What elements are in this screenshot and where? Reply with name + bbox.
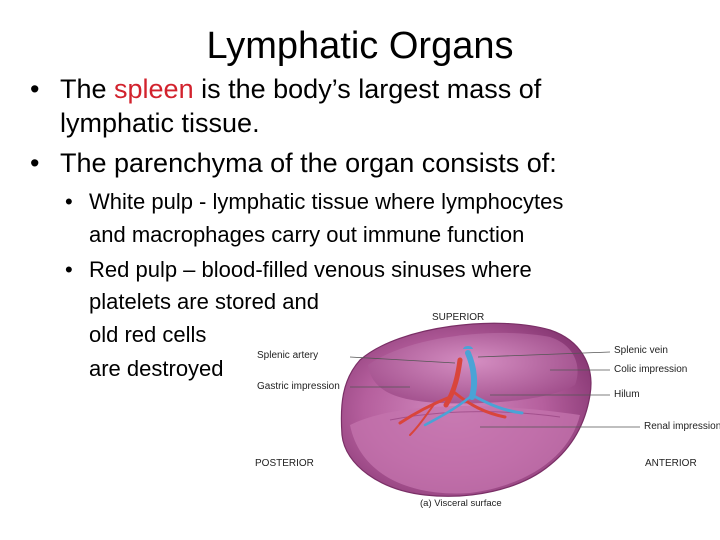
- label-anterior: ANTERIOR: [645, 458, 697, 469]
- sub-bullet-2-line-3: old red cells: [89, 322, 207, 347]
- spleen-illustration: [340, 322, 640, 497]
- label-hilum: Hilum: [614, 389, 640, 400]
- bullet-dot: •: [30, 74, 40, 104]
- bullet-1-pre: The: [60, 74, 115, 104]
- sub-bullet-2-line-4: are destroyed: [89, 356, 224, 381]
- spleen-organ: [340, 322, 592, 497]
- figure-caption: (a) Visceral surface: [420, 498, 502, 509]
- sub-bullet-1-line-2: and macrophages carry out immune functio…: [89, 222, 525, 247]
- sub-bullet-dot: •: [65, 189, 73, 214]
- label-splenic-vein: Splenic vein: [614, 345, 668, 356]
- leader-lines: [349, 351, 640, 428]
- bullet-1-text-line-2: lymphatic tissue.: [60, 108, 260, 138]
- label-superior: SUPERIOR: [432, 312, 485, 323]
- label-posterior: POSTERIOR: [255, 458, 314, 469]
- bullet-dot: •: [30, 148, 40, 178]
- label-renal-impression: Renal impression: [644, 421, 720, 432]
- bullet-2-text: The parenchyma of the organ consists of:: [60, 148, 557, 178]
- spleen-highlight: spleen: [114, 74, 194, 104]
- sub-bullet-dot: •: [65, 257, 73, 282]
- bullet-1-rest: is the body’s largest mass of: [193, 74, 542, 104]
- hilum-vessels: [398, 346, 524, 436]
- label-splenic-artery: Splenic artery: [257, 350, 319, 361]
- sub-bullet-1-line-1: White pulp - lymphatic tissue where lymp…: [89, 189, 564, 214]
- bullet-1-text: The spleen is the body’s largest mass of: [60, 72, 700, 106]
- label-gastric-impression: Gastric impression: [257, 381, 340, 392]
- sub-bullet-2-line-2: platelets are stored and: [89, 289, 319, 314]
- sub-bullet-2-line-1: Red pulp – blood-filled venous sinuses w…: [89, 257, 532, 282]
- label-colic-impression: Colic impression: [614, 364, 688, 375]
- slide-title: Lymphatic Organs: [206, 25, 514, 67]
